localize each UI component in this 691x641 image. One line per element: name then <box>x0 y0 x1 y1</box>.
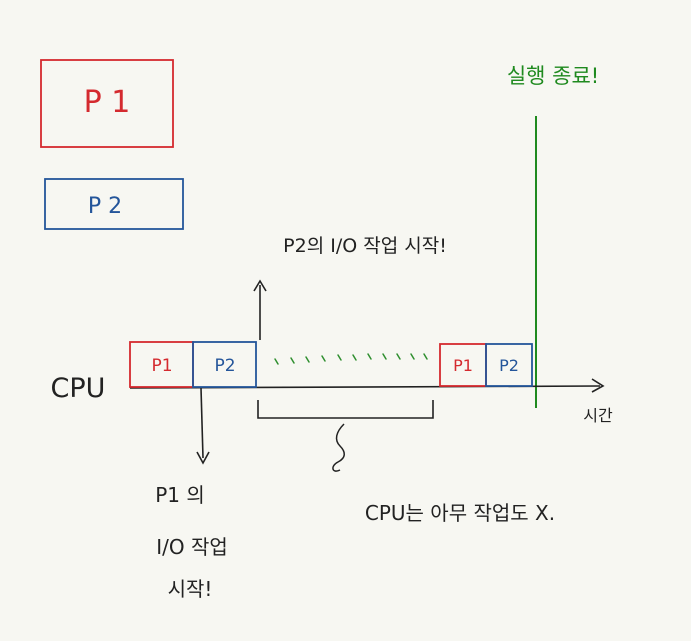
idle-mark <box>337 354 342 361</box>
idle-mark <box>290 357 295 364</box>
timeline-block-p1-first: P1 <box>129 341 194 388</box>
time-axis-arrow-head <box>591 378 605 393</box>
legend-p2: P 2 <box>44 178 184 230</box>
timeline-block-p2-second-label: P2 <box>499 356 519 375</box>
timeline-block-p2-second: P2 <box>485 343 533 387</box>
p1-io-label-line1: P1 의 <box>155 483 205 507</box>
p1-io-label-line3: 시작! <box>168 577 213 601</box>
p1-io-label-line2: I/O 작업 <box>156 535 228 559</box>
idle-mark <box>382 353 387 360</box>
idle-mark <box>305 356 310 363</box>
idle-label: CPU는 아무 작업도 X. <box>365 501 555 525</box>
idle-mark <box>367 353 372 360</box>
timeline-block-p2-second-box <box>485 343 533 387</box>
timeline-block-p2-first-label: P2 <box>214 356 235 376</box>
idle-mark <box>274 358 279 365</box>
idle-mark <box>396 353 401 360</box>
execution-end-label: 실행 종료! <box>507 64 599 88</box>
legend-p2-text: P 2 <box>88 194 122 219</box>
cpu-label: CPU <box>51 373 106 404</box>
p1-io-arrow-head <box>196 451 210 465</box>
timeline-block-p2-first: P2 <box>192 341 257 388</box>
p2-io-arrow-head <box>253 279 267 292</box>
p2-io-label: P2의 I/O 작업 시작! <box>283 235 447 257</box>
idle-mark <box>423 353 428 360</box>
timeline-block-p1-first-label: P1 <box>151 356 172 376</box>
idle-mark <box>321 355 326 362</box>
idle-squiggle-pointer <box>332 423 345 472</box>
timeline-block-p2-first-box <box>192 341 257 388</box>
legend-p2-box <box>44 178 184 230</box>
legend-p1-box <box>40 59 174 148</box>
timeline-block-p1-second: P1 <box>439 343 487 387</box>
legend-p1: P 1 <box>40 59 174 148</box>
idle-mark <box>352 354 357 361</box>
p1-io-arrow-line <box>200 387 204 459</box>
timeline-block-p1-second-label: P1 <box>453 356 473 375</box>
cpu-idle-marks <box>274 353 428 365</box>
idle-mark <box>410 353 415 360</box>
idle-bracket <box>257 400 434 419</box>
legend-p1-text: P 1 <box>84 85 131 120</box>
time-axis-label: 시간 <box>583 406 613 425</box>
